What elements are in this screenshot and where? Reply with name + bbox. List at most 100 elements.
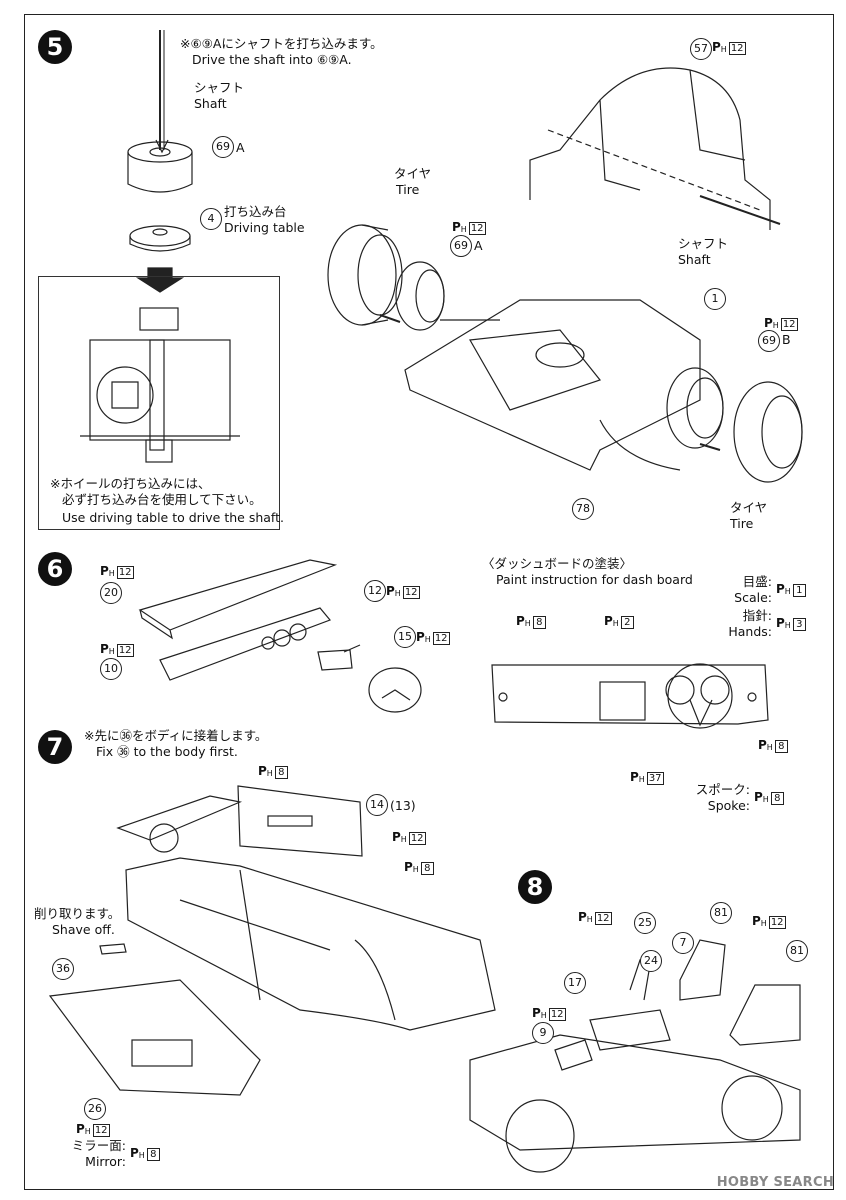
part-14-callout: 14 <box>366 794 388 816</box>
tire-left-jp: タイヤ <box>394 166 432 181</box>
spoke-en: Spoke: <box>707 798 750 813</box>
step5-note-jp: ※⑥⑨Aにシャフトを打ち込みます。 <box>180 36 383 51</box>
spoke-jp: スポーク: <box>695 782 750 797</box>
steering-wheel-drawing <box>368 667 422 713</box>
part-69a-callout: 69 <box>212 136 234 158</box>
part-12-callout: 12 <box>364 580 386 602</box>
box-note-jp-1: ※ホイールの打ち込みには、 <box>50 476 211 491</box>
tire-left-en: Tire <box>396 182 420 197</box>
floor-pan-drawing <box>48 979 261 1096</box>
dashboard-paint-drawing <box>491 663 769 729</box>
scale-en: Scale: <box>734 590 772 605</box>
left-tire-drawing <box>327 224 403 326</box>
hands-jp: 指針: <box>742 608 772 623</box>
part-69b-suffix: B <box>782 332 791 347</box>
tire-right-en: Tire <box>730 516 754 531</box>
scale-jp: 目盛: <box>742 574 772 589</box>
chassis-seats-drawing <box>469 939 801 1173</box>
step-8-badge: 8 <box>518 870 552 904</box>
part-26-callout: 26 <box>84 1098 106 1120</box>
mirror-drawing <box>99 943 127 955</box>
shaft-label-jp: シャフト <box>194 80 245 95</box>
shaft-drawing <box>155 30 169 154</box>
part-78-callout: 78 <box>572 498 594 520</box>
part-69a-suffix: A <box>236 140 245 155</box>
right-tire-drawing <box>733 381 803 483</box>
dash-paint-title-jp: 〈ダッシュボードの塗装〉 <box>482 556 633 571</box>
step5-note-en: Drive the shaft into ⑥⑨A. <box>192 52 352 67</box>
part-36-callout: 36 <box>52 958 74 980</box>
part-24-callout: 24 <box>640 950 662 972</box>
dash-lower-panel-drawing <box>159 607 332 681</box>
hands-en: Hands: <box>728 624 772 639</box>
part-1-callout: 1 <box>704 288 726 310</box>
driving-table-jp: 打ち込み台 <box>224 204 287 219</box>
part-69a-callout-2: 69 <box>450 235 472 257</box>
tire-arrow-left <box>379 314 401 323</box>
chassis-rear-fender <box>529 67 781 230</box>
shaft-label-en: Shaft <box>194 96 227 111</box>
part-81a-callout: 81 <box>710 902 732 924</box>
part-20-callout: 20 <box>100 582 122 604</box>
step-5-badge: 5 <box>38 30 72 64</box>
wheel-69a-drawing <box>127 141 193 193</box>
part-7-callout: 7 <box>672 932 694 954</box>
body-shell-drawing <box>125 857 496 1031</box>
box-note-en: Use driving table to drive the shaft. <box>62 510 284 525</box>
shaft2-en: Shaft <box>678 252 711 267</box>
left-wheel-drawing <box>395 261 445 331</box>
chassis-body-drawing <box>404 299 701 471</box>
part-9-callout: 9 <box>532 1022 554 1044</box>
part-57-callout: 57 <box>690 38 712 60</box>
dash-upper-panel-drawing <box>138 559 338 640</box>
tire-arrow-right <box>699 443 721 451</box>
box-note-jp-2: 必ず打ち込み台を使用して下さい。 <box>62 492 262 507</box>
watermark: HOBBY SEARCH <box>716 1175 834 1190</box>
step-6-badge: 6 <box>38 552 72 586</box>
shaft2-jp: シャフト <box>678 236 729 251</box>
dash-paint-title-en: Paint instruction for dash board <box>496 572 693 587</box>
shave-off-en: Shave off. <box>52 922 115 937</box>
part-4-callout: 4 <box>200 208 222 230</box>
mirror-en: Mirror: <box>85 1154 126 1169</box>
driving-table-drawing <box>129 225 191 252</box>
page-frame <box>24 14 834 1190</box>
part-15-callout: 15 <box>394 626 416 648</box>
driving-schematic <box>80 307 240 463</box>
down-arrow <box>135 267 185 293</box>
part-25-callout: 25 <box>634 912 656 934</box>
step7-note-en: Fix ㊱ to the body first. <box>96 744 238 759</box>
mirror-jp: ミラー面: <box>71 1138 126 1153</box>
driving-table-box <box>38 276 280 530</box>
step-7-badge: 7 <box>38 730 72 764</box>
part-69a-2-suffix: A <box>474 238 483 253</box>
part-17-callout: 17 <box>564 972 586 994</box>
shave-off-jp: 削り取ります。 <box>34 906 121 921</box>
steering-column-drawing <box>317 644 361 671</box>
door-panel-drawing <box>237 785 363 857</box>
part-10-callout: 10 <box>100 658 122 680</box>
tire-right-jp: タイヤ <box>730 500 768 515</box>
